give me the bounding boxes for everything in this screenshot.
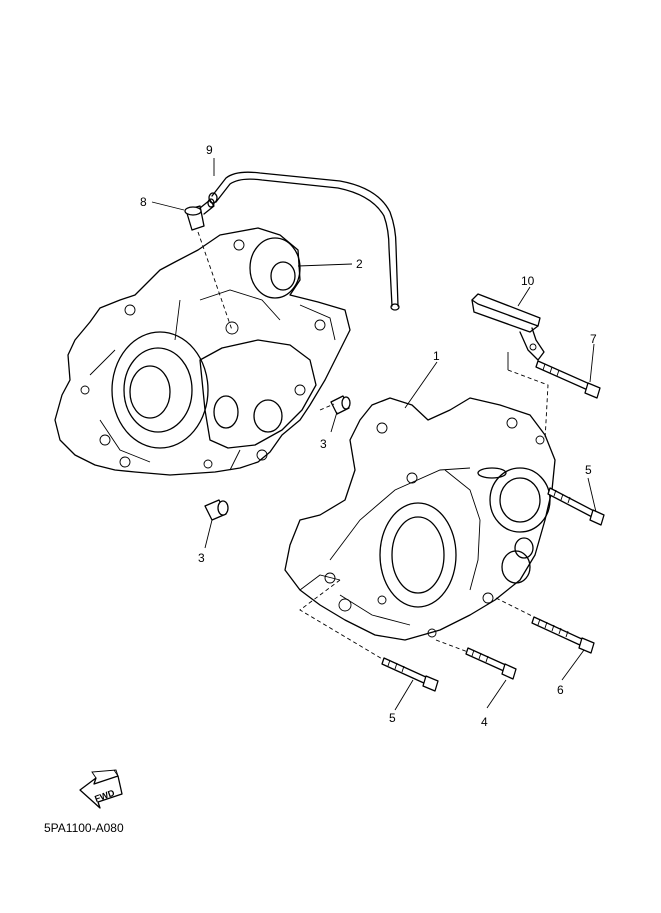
bolt-part-5-lower xyxy=(381,657,439,692)
bolt-part-4 xyxy=(465,647,517,680)
bolt-part-5-upper xyxy=(547,487,605,526)
crankcase-right-part-1 xyxy=(284,397,556,641)
callout-10: 10 xyxy=(521,274,535,288)
diagram-code: 5PA1100-A080 xyxy=(44,821,124,835)
callout-labels: 1 2 3 3 4 5 5 6 7 8 9 10 xyxy=(140,143,597,729)
callout-5-upper: 5 xyxy=(585,463,592,477)
callout-8: 8 xyxy=(140,195,147,209)
callout-7: 7 xyxy=(590,332,597,346)
callout-5-lower: 5 xyxy=(389,711,396,725)
crankcase-left-part-2 xyxy=(54,227,351,476)
dowel-pin-part-3-upper xyxy=(330,395,351,415)
breather-hose-part-9 xyxy=(208,171,400,311)
callout-1: 1 xyxy=(433,349,440,363)
dowel-pin-part-3-lower xyxy=(204,499,229,521)
bolt-part-6 xyxy=(531,616,595,654)
callout-9: 9 xyxy=(206,143,213,157)
callout-3-upper: 3 xyxy=(320,437,327,451)
bolt-part-7 xyxy=(535,360,601,399)
callout-6: 6 xyxy=(557,683,564,697)
callout-2: 2 xyxy=(356,257,363,271)
clamp-part-10 xyxy=(471,293,545,361)
callout-4: 4 xyxy=(481,715,488,729)
leader-lines xyxy=(151,158,597,711)
callout-3-lower: 3 xyxy=(198,551,205,565)
fwd-arrow-icon: FWD xyxy=(79,769,123,809)
elbow-fitting-part-8 xyxy=(184,198,215,231)
assembly-center-lines xyxy=(197,231,549,661)
